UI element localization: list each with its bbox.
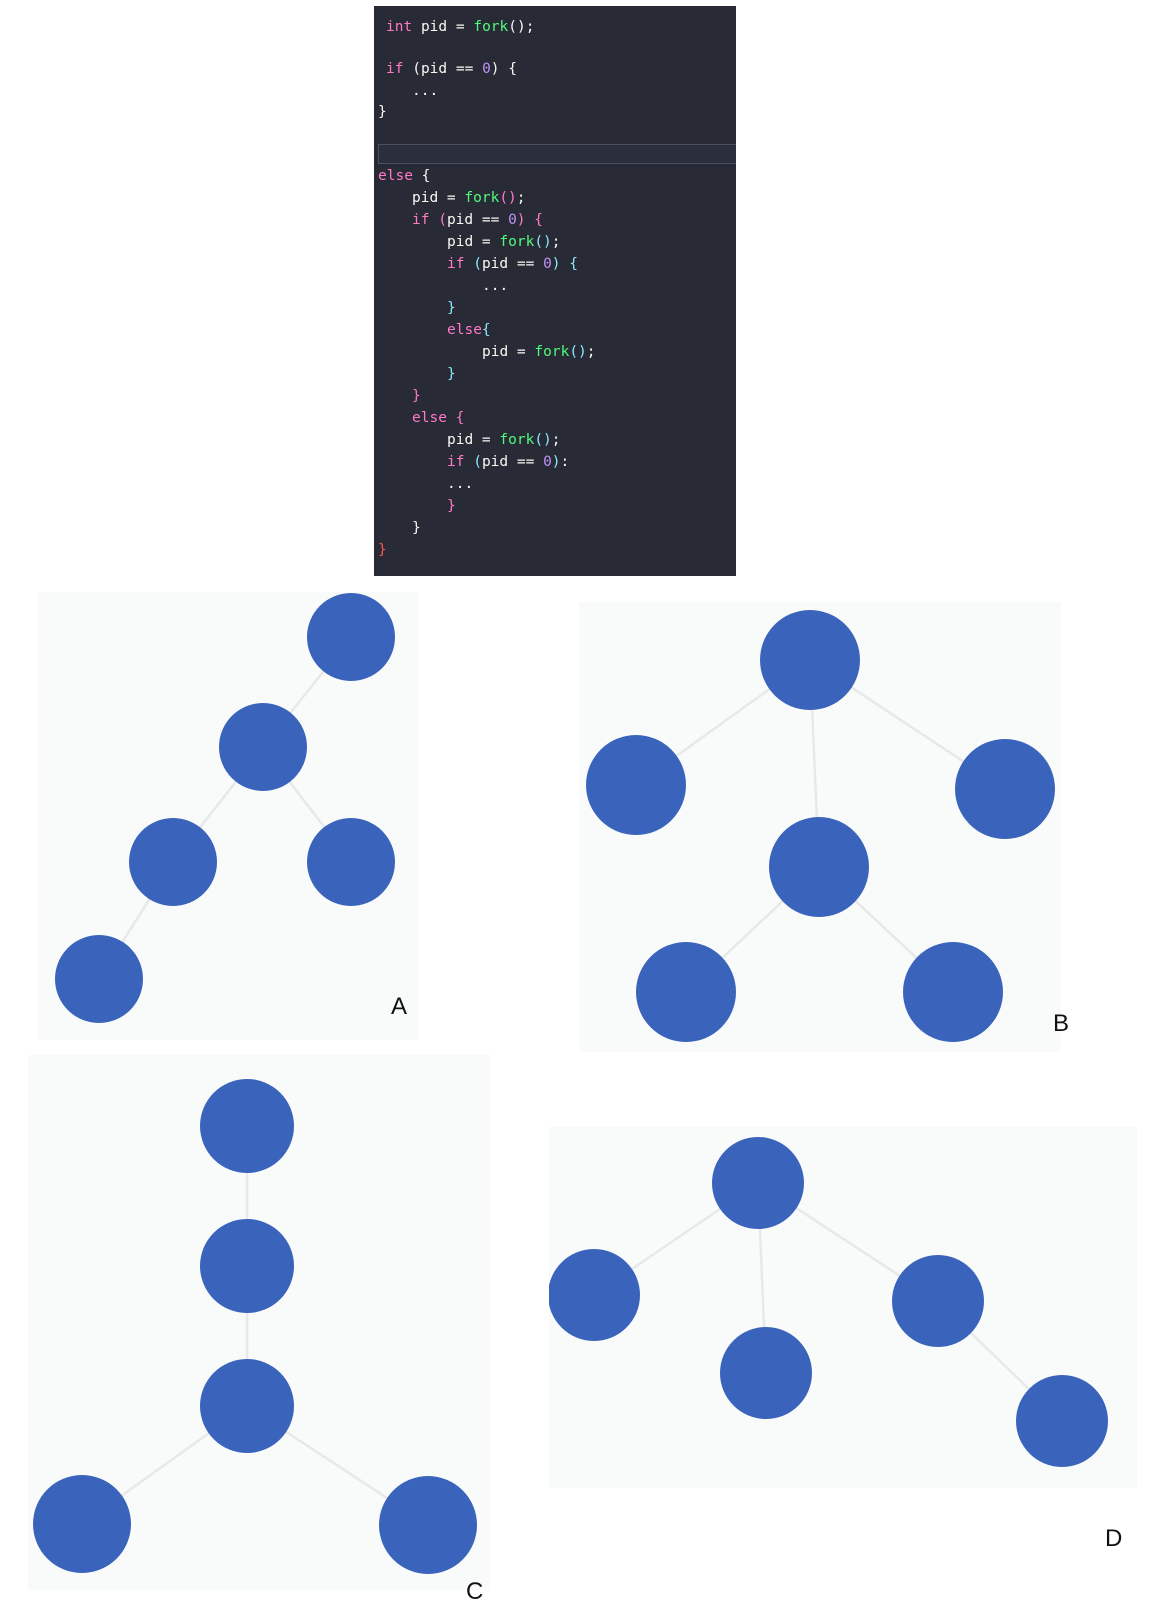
tree-d-svg bbox=[549, 1137, 1108, 1467]
code-line-3: ... bbox=[412, 83, 439, 99]
code-line-20: } bbox=[447, 498, 456, 514]
code-line-16: else { bbox=[412, 410, 465, 426]
code-line-7: if (pid == 0) { bbox=[412, 212, 543, 228]
code-line-10: ... bbox=[482, 278, 509, 294]
code-line-11: } bbox=[447, 300, 456, 316]
tree-b-node-grandchild-left bbox=[636, 942, 736, 1042]
tree-b-node-right bbox=[955, 739, 1055, 839]
code-line-8: pid = fork(); bbox=[447, 234, 561, 250]
code-line-5: else { bbox=[378, 168, 431, 184]
tree-c-node-leaf-right bbox=[379, 1476, 477, 1574]
code-line-18: if (pid == 0): bbox=[447, 454, 570, 470]
tree-a-node-leaf bbox=[55, 935, 143, 1023]
code-line-22: } bbox=[378, 542, 387, 558]
code-line-9: if (pid == 0) { bbox=[447, 256, 578, 272]
code-line-6: pid = fork(); bbox=[412, 190, 526, 206]
code-line-21: } bbox=[412, 520, 421, 536]
tree-a-node-child bbox=[219, 703, 307, 791]
option-d-tree bbox=[549, 1127, 1137, 1488]
code-line-19: ... bbox=[447, 476, 474, 492]
tree-a-node-root bbox=[307, 593, 395, 681]
tree-d-node-left bbox=[549, 1249, 640, 1341]
tree-c-node-root bbox=[200, 1079, 294, 1173]
code-snippet: int pid = fork(); if (pid == 0) { ... } … bbox=[374, 6, 736, 576]
code-line-2: if (pid == 0) { bbox=[386, 61, 517, 77]
tree-c-node-grandchild bbox=[200, 1359, 294, 1453]
code-line-1: int pid = fork(); bbox=[386, 19, 535, 35]
tree-c-node-leaf-left bbox=[33, 1475, 131, 1573]
code-line-17: pid = fork(); bbox=[447, 432, 561, 448]
code-line-15: } bbox=[412, 388, 421, 404]
code-line-12: else{ bbox=[447, 322, 491, 338]
option-c-tree bbox=[28, 1055, 490, 1590]
tree-a-node-grandchild-right bbox=[307, 818, 395, 906]
option-d-label: D bbox=[1105, 1525, 1123, 1552]
tree-c-svg bbox=[33, 1079, 477, 1574]
tree-d-node-grandchild bbox=[1016, 1375, 1108, 1467]
tree-c-node-child bbox=[200, 1219, 294, 1313]
option-c-label: C bbox=[466, 1578, 484, 1605]
tree-d-node-middle bbox=[720, 1327, 812, 1419]
tree-b-node-grandchild-right bbox=[903, 942, 1003, 1042]
option-a-tree bbox=[38, 592, 418, 1040]
tree-b-svg bbox=[586, 610, 1055, 1042]
code-line-4: } bbox=[378, 104, 387, 120]
tree-b-node-root bbox=[760, 610, 860, 710]
tree-b-node-middle bbox=[769, 817, 869, 917]
code-separator bbox=[378, 144, 736, 164]
tree-a-node-grandchild-left bbox=[129, 818, 217, 906]
tree-d-node-right bbox=[892, 1255, 984, 1347]
code-line-14: } bbox=[447, 366, 456, 382]
option-a-label: A bbox=[391, 993, 408, 1020]
tree-b-node-left bbox=[586, 735, 686, 835]
option-b-tree bbox=[579, 602, 1061, 1052]
code-line-13: pid = fork(); bbox=[482, 344, 596, 360]
tree-d-node-root bbox=[712, 1137, 804, 1229]
tree-a-svg bbox=[55, 593, 395, 1023]
option-b-label: B bbox=[1053, 1010, 1070, 1037]
